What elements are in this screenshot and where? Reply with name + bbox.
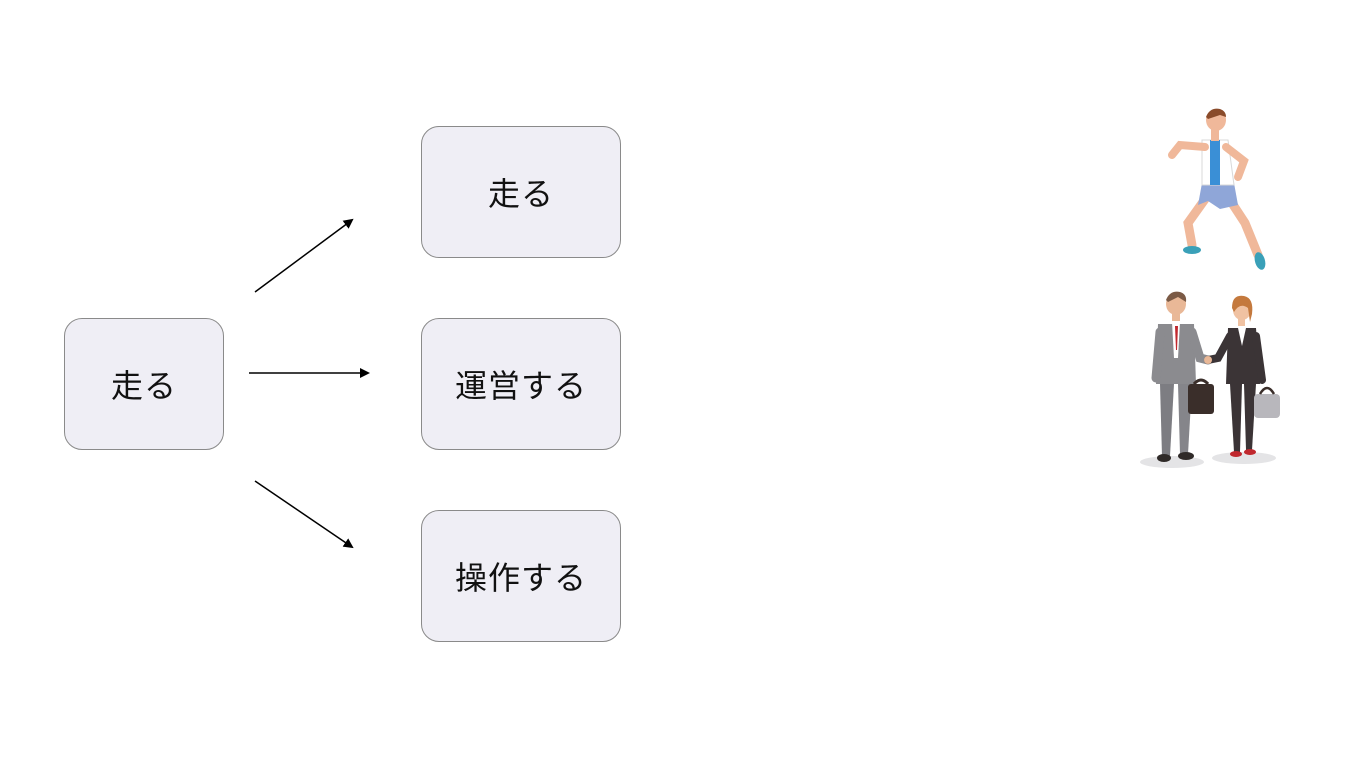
arrow-to-operate xyxy=(254,480,354,549)
meaning-label-operate: 操作する xyxy=(454,559,587,597)
business-people-illustration-icon xyxy=(1140,291,1280,468)
runner-illustration-icon xyxy=(1168,108,1266,270)
arrow-to-run xyxy=(254,218,354,293)
meaning-box-run: 走る xyxy=(421,126,621,258)
source-word-box: 走る xyxy=(64,318,224,450)
meaning-box-operate: 操作する xyxy=(421,510,621,642)
source-word-label: 走る xyxy=(110,367,177,405)
meaning-label-manage: 運営する xyxy=(454,367,587,405)
meaning-label-run: 走る xyxy=(487,175,554,213)
meaning-box-manage: 運営する xyxy=(421,318,621,450)
